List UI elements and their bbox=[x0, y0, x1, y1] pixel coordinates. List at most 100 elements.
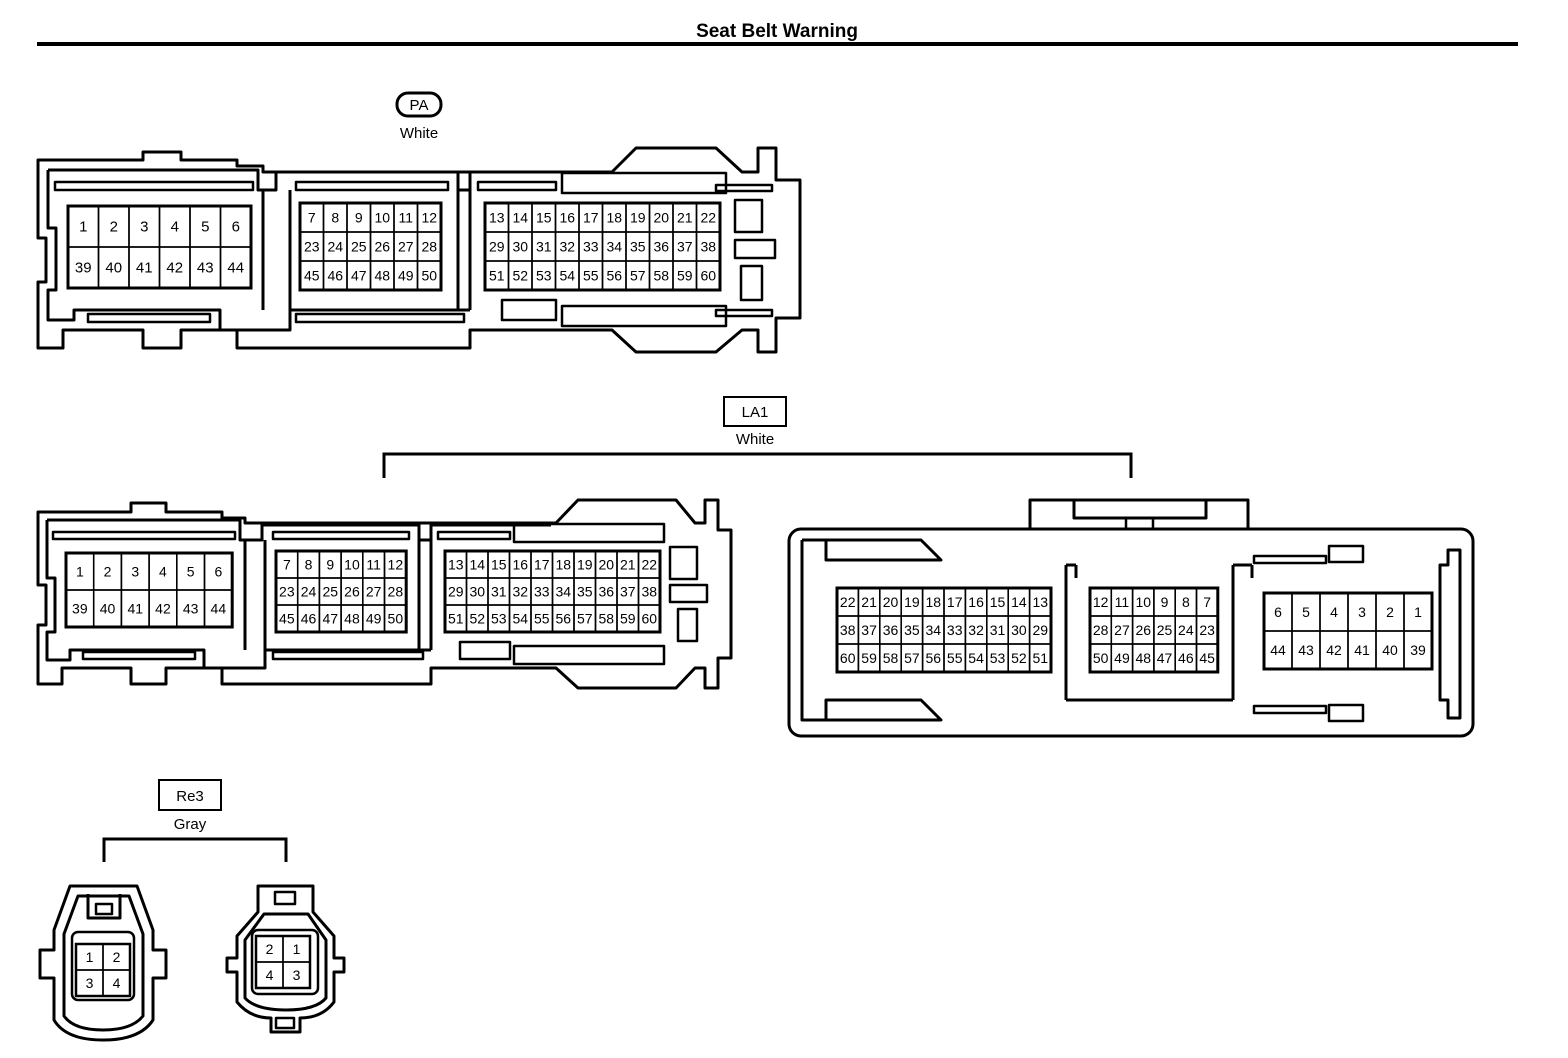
la1-male-block-3-pin-55: 55 bbox=[534, 611, 550, 627]
pa-block-2-pin-25: 25 bbox=[351, 239, 367, 255]
re3-left-housing bbox=[38, 884, 168, 1042]
la1-female-block-2-pin-24: 24 bbox=[1178, 622, 1194, 638]
la1-female-block-1-pin-cell bbox=[1028, 643, 1052, 673]
re3-right-pin-1: 1 bbox=[293, 941, 301, 957]
la1-female-block-2-pin-28: 28 bbox=[1093, 622, 1109, 638]
re3-right-bottom-latch bbox=[274, 1016, 296, 1030]
la1-female-block-1-pin-14: 14 bbox=[1011, 594, 1027, 610]
pa-block-1-pin-39: 39 bbox=[75, 260, 92, 277]
re3-left-latch bbox=[86, 894, 122, 920]
la1-male-block-1-pin-3: 3 bbox=[131, 564, 139, 580]
la1-female-block-3-pin-3: 3 bbox=[1358, 604, 1366, 620]
re3-right-face bbox=[250, 928, 320, 996]
la1-male-block-3-pin-30: 30 bbox=[469, 584, 485, 600]
la1-male-block-1-pin-cell bbox=[203, 589, 233, 628]
pa-block-1-pin-cell bbox=[219, 246, 252, 289]
la1-female-block-3-pin-6: 6 bbox=[1274, 604, 1282, 620]
la1-male-block-3-pin-21: 21 bbox=[620, 557, 636, 573]
la1-female-block-1-pin-29: 29 bbox=[1033, 622, 1049, 638]
la1-code-box bbox=[723, 396, 787, 427]
la1-female-block-1-pin-59: 59 bbox=[861, 650, 877, 666]
la1-male-block-3-pin-19: 19 bbox=[577, 557, 593, 573]
la1-male-block-3-pin-15: 15 bbox=[491, 557, 507, 573]
la1-male-block-3-pin-35: 35 bbox=[577, 584, 593, 600]
connector-re3-left bbox=[38, 884, 168, 1042]
pa-block-3-pin-34: 34 bbox=[606, 239, 622, 255]
la1-female-inner-wall bbox=[800, 538, 1462, 722]
la1-female-block-1-pin-56: 56 bbox=[926, 650, 942, 666]
la1-male-block-1-pin-1: 1 bbox=[76, 564, 84, 580]
la1-female-block-2-pin-12: 12 bbox=[1093, 594, 1109, 610]
la1-male-block-3-pin-38: 38 bbox=[641, 584, 657, 600]
pa-inner-wall bbox=[46, 168, 560, 332]
pa-block-2-pin-10: 10 bbox=[374, 210, 390, 226]
re3-code-box bbox=[158, 779, 222, 811]
pa-block-3-pin-19: 19 bbox=[630, 210, 646, 226]
pa-tab-top bbox=[560, 171, 728, 195]
pa-block-3-pin-14: 14 bbox=[512, 210, 528, 226]
la1-male-block-1-pin-2: 2 bbox=[104, 564, 112, 580]
la1-male-block-1-pin-41: 41 bbox=[127, 601, 143, 617]
la1-male-block-2-pin-10: 10 bbox=[344, 557, 360, 573]
la1-male-block-1-pin-42: 42 bbox=[155, 601, 171, 617]
la1-male-block-2-pin-48: 48 bbox=[344, 611, 360, 627]
la1-male-block-3-pin-29: 29 bbox=[448, 584, 464, 600]
la1-female-right-slot-top bbox=[1252, 554, 1328, 565]
pa-block-1-pin-3: 3 bbox=[140, 219, 148, 236]
la1-male-block-1-pin-43: 43 bbox=[183, 601, 199, 617]
pa-block-3-pin-56: 56 bbox=[606, 268, 622, 284]
re3-bracket bbox=[102, 837, 288, 862]
la1-male-block-1-pin-6: 6 bbox=[214, 564, 222, 580]
la1-female-block-3-pin-1: 1 bbox=[1414, 604, 1422, 620]
re3-right-pin-cell bbox=[282, 961, 311, 989]
la1-male-block-3-pin-60: 60 bbox=[641, 611, 657, 627]
re3-left-inner bbox=[62, 894, 145, 1032]
la1-female-block-1-pin-34: 34 bbox=[926, 622, 942, 638]
re3-left-pin-1: 1 bbox=[86, 949, 94, 965]
la1-female-block-2-pin-49: 49 bbox=[1114, 650, 1130, 666]
la1-male-block-1-pin-44: 44 bbox=[211, 601, 227, 617]
la1-male-block-3-pin-13: 13 bbox=[448, 557, 464, 573]
la1-male-key-slot bbox=[458, 640, 512, 661]
pa-block-3-pin-17: 17 bbox=[583, 210, 599, 226]
pa-housing bbox=[36, 146, 802, 354]
pa-block-3-pin-60: 60 bbox=[700, 268, 716, 284]
la1-male-latch-mid-top bbox=[271, 530, 411, 541]
la1-male-block-2-pin-46: 46 bbox=[301, 611, 317, 627]
pa-block-1-pin-1: 1 bbox=[79, 219, 87, 236]
la1-color: White bbox=[736, 431, 774, 448]
la1-male-block-3-pin-51: 51 bbox=[448, 611, 464, 627]
pa-block-2-pin-24: 24 bbox=[327, 239, 343, 255]
pa-block-2-pin-48: 48 bbox=[374, 268, 390, 284]
pa-latch-bottom bbox=[86, 312, 212, 324]
re3-right-pin-2: 2 bbox=[266, 941, 274, 957]
re3-right-latch-cap bbox=[273, 890, 297, 906]
pa-block-2-pin-8: 8 bbox=[331, 210, 339, 226]
la1-female-block-3-pin-4: 4 bbox=[1330, 604, 1338, 620]
page-title: Seat Belt Warning bbox=[696, 21, 858, 42]
la1-female-block-2-pin-7: 7 bbox=[1203, 594, 1211, 610]
la1-male-block-3-pin-14: 14 bbox=[469, 557, 485, 573]
la1-male-block-3-pin-52: 52 bbox=[469, 611, 485, 627]
re3-right-pin-4: 4 bbox=[266, 967, 274, 983]
la1-female-block-1-pin-33: 33 bbox=[947, 622, 963, 638]
la1-female-right-latch-bottom bbox=[1327, 703, 1365, 723]
la1-male-block-3-pin-33: 33 bbox=[534, 584, 550, 600]
pa-color: White bbox=[400, 125, 438, 142]
la1-female-block-3-pin-40: 40 bbox=[1382, 642, 1398, 658]
la1-male-latch-right-top bbox=[436, 530, 512, 541]
la1-female-block-1-pin-54: 54 bbox=[968, 650, 984, 666]
pa-block-1-pin-43: 43 bbox=[197, 260, 214, 277]
re3-left-pin-3: 3 bbox=[86, 975, 94, 991]
pa-block-2-pin-27: 27 bbox=[398, 239, 414, 255]
pa-block-3-pin-29: 29 bbox=[489, 239, 505, 255]
la1-male-side-slot-1 bbox=[668, 545, 699, 581]
pa-latch-mid-top bbox=[294, 180, 450, 192]
connector-la1-female bbox=[787, 498, 1475, 738]
la1-female-block-2-pin-cell bbox=[1195, 643, 1219, 673]
la1-male-tab-top bbox=[512, 522, 666, 544]
pa-block-2-pin-46: 46 bbox=[327, 268, 343, 284]
la1-male-block-3-pin-56: 56 bbox=[555, 611, 571, 627]
